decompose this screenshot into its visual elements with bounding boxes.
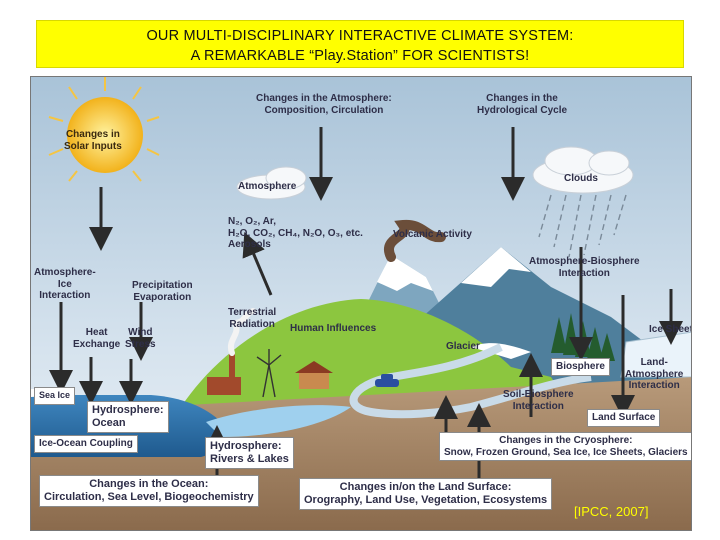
sun-icon: [48, 77, 160, 182]
windmill-icon: [256, 349, 282, 398]
atmosphere-label: Atmosphere: [238, 181, 297, 192]
lake: [206, 405, 351, 437]
title-line-1: OUR MULTI-DISCIPLINARY INTERACTIVE CLIMA…: [146, 28, 574, 44]
biosphere-box: Biosphere: [551, 358, 610, 376]
volcanic-label: Volcanic Activity: [393, 229, 472, 240]
snow-cap: [377, 255, 433, 291]
gases-label: N₂, O₂, Ar,H₂O, CO₂, CH₄, N₂O, O₃, etc.A…: [228, 216, 363, 250]
title-line-2: A REMARKABLE “Play.Station” FOR SCIENTIS…: [190, 48, 530, 64]
hydrosphere-ocean-box: Hydrosphere:Ocean: [87, 401, 169, 433]
river: [349, 343, 592, 419]
car-icon: [375, 374, 399, 387]
human-label: Human Influences: [290, 323, 377, 334]
sea-ice-box: Sea Ice: [34, 387, 76, 405]
ice-sheet-label: Ice Sheet: [649, 324, 692, 335]
clouds-label: Clouds: [564, 173, 598, 184]
arrows: [49, 127, 683, 487]
land-changes-box: Changes in/on the Land Surface:Orography…: [299, 478, 553, 510]
snow-cap-2: [461, 247, 531, 287]
ocean-changes-box: Changes in the Ocean:Circulation, Sea Le…: [39, 475, 259, 507]
diagram-artwork: [31, 77, 691, 530]
citation: [IPCC, 2007]: [574, 504, 649, 519]
rain-cloud-icon: [532, 146, 634, 194]
atmosphere-changes-label: Changes in the Atmosphere:Composition, C…: [256, 93, 392, 116]
cloud-icon: [236, 166, 307, 200]
land-surface-box: Land Surface: [587, 409, 661, 427]
title-banner: OUR MULTI-DISCIPLINARY INTERACTIVE CLIMA…: [36, 20, 684, 68]
factory-icon: [207, 308, 256, 395]
glacier-label: Glacier: [446, 341, 480, 352]
arrow-terrestrial: [242, 231, 273, 296]
green-hill: [181, 299, 571, 407]
ice-ocean-box: Ice-Ocean Coupling: [34, 435, 138, 453]
volcanic-plume: [384, 219, 446, 262]
house-icon: [295, 361, 333, 389]
rain-icon: [538, 194, 627, 258]
hydrosphere-rivers-box: Hydrosphere:Rivers & Lakes: [205, 437, 294, 469]
cryosphere-changes-box: Changes in the Cryosphere:Snow, Frozen G…: [439, 432, 691, 461]
